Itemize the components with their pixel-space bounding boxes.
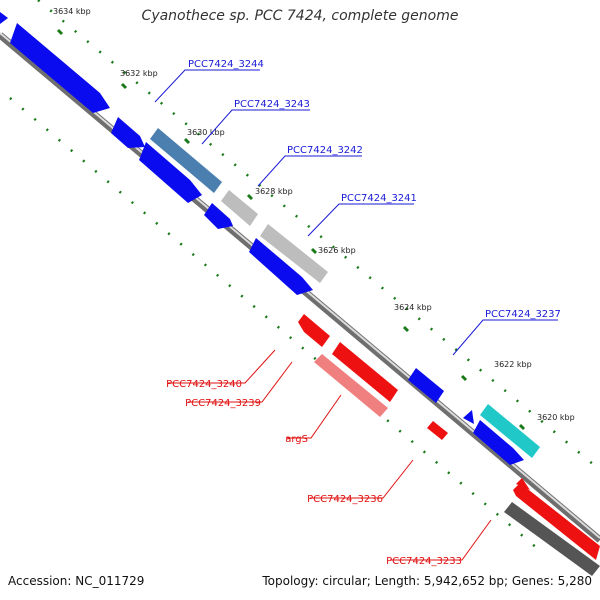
gene-steel[interactable] [150,128,222,193]
reverse-track [298,314,600,576]
gene-arrow-small-red[interactable] [516,478,530,490]
tick-label: 3622 kbp [494,360,532,369]
gene-label: PCC7424_3236 [307,494,383,505]
accession-label: Accession: NC_011729 [8,574,145,588]
tick-label: 3624 kbp [394,303,432,312]
gene-label: argS [285,434,308,445]
reverse-leaders [168,349,492,561]
forward-track [0,12,540,465]
gene-PCC7424_3236[interactable] [427,421,448,440]
gene-label: PCC7424_3242 [287,145,363,156]
gene-blue-small[interactable] [204,203,233,229]
gene-argS-red[interactable] [332,342,398,402]
tick-label: 3634 kbp [53,7,91,16]
gene-label: PCC7424_3237 [485,309,561,320]
tick-label: 3620 kbp [537,413,575,422]
tick-label: 3632 kbp [120,69,158,78]
inner-tick-ring [9,97,546,556]
tick-label: 3626 kbp [318,246,356,255]
gene-PCC7424_3241[interactable] [249,238,313,295]
gene-dark[interactable] [504,502,600,576]
gene-gray-2[interactable] [260,224,328,283]
gene-blue-right[interactable] [473,420,524,465]
genome-summary: Topology: circular; Length: 5,942,652 bp… [262,574,592,588]
gene-label: PCC7424_3243 [234,99,310,110]
gene-label: PCC7424_3244 [188,59,264,70]
major-ticks [56,28,526,431]
gene-PCC7424_3242[interactable] [139,142,202,203]
gene-label: PCC7424_3233 [386,556,462,567]
forward-leaders [154,69,558,356]
tick-label: 3630 kbp [187,128,225,137]
gene-PCC7424_3240[interactable] [298,314,330,347]
gene-arrow-small[interactable] [463,410,474,424]
gene-gray-1[interactable] [221,190,258,226]
gene-red-long[interactable] [513,483,600,560]
tick-label: 3628 kbp [255,187,293,196]
gene-PCC7424_3239[interactable] [314,354,388,417]
gene-PCC7424_3237[interactable] [408,368,444,403]
gene-labels: PCC7424_3244 PCC7424_3243 PCC7424_3242 P… [166,59,561,567]
gene-PCC7424_3244[interactable] [10,23,110,113]
gene-label: PCC7424_3240 [166,379,242,390]
genome-title: Cyanothece sp. PCC 7424, complete genome [141,8,459,24]
gene-PCC7424_3243[interactable] [111,117,145,148]
gene-cyan[interactable] [480,404,540,458]
gene-label: PCC7424_3239 [185,398,261,409]
gene-label: PCC7424_3241 [341,193,417,204]
gene-arrow[interactable] [0,12,8,24]
tick-labels: 3634 kbp 3632 kbp 3630 kbp 3628 kbp 3626… [53,7,575,422]
